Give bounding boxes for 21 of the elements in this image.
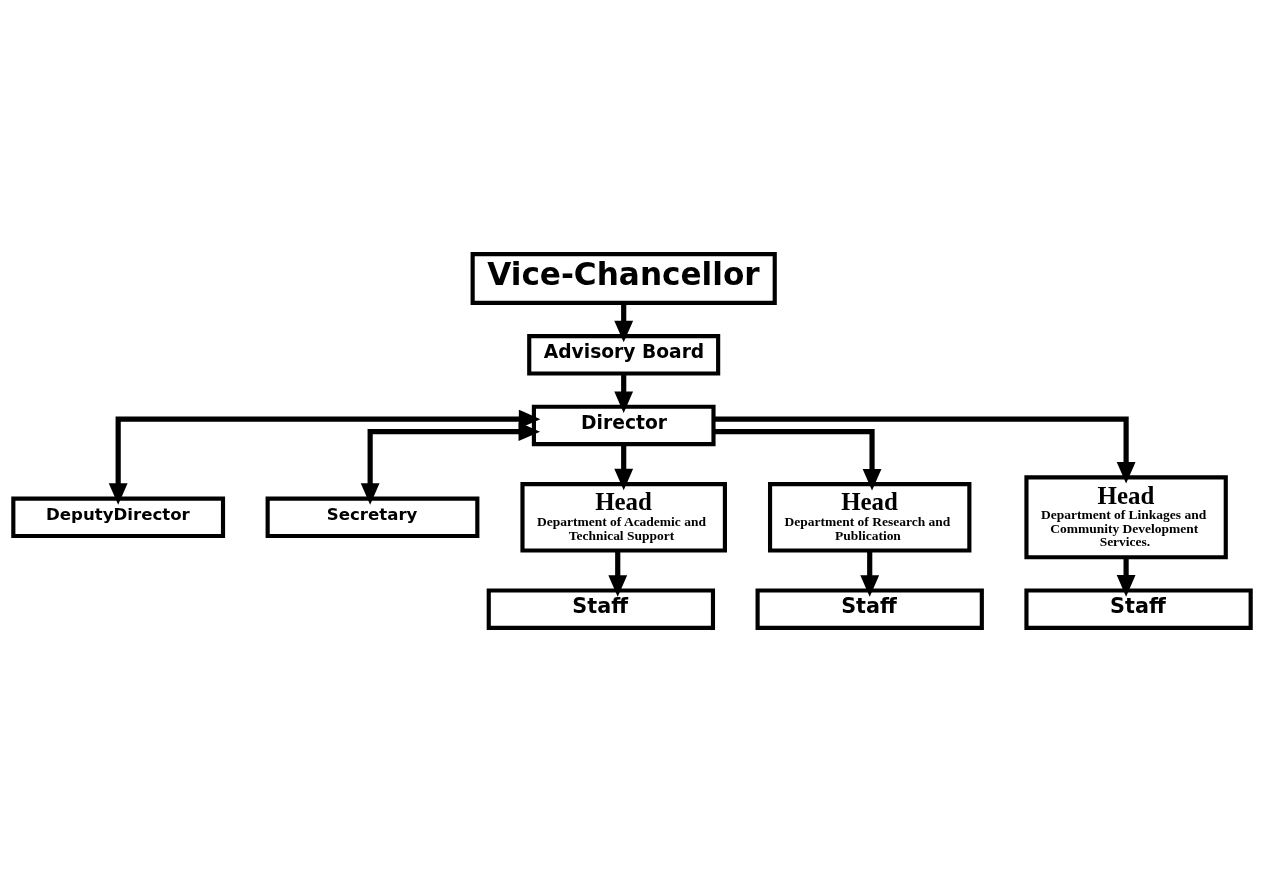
node-box: Director xyxy=(531,404,716,446)
node-box: Head Department of Linkages and Community Development Services. xyxy=(1024,474,1228,559)
arrow xyxy=(608,550,628,597)
node-box: DeputyDirector xyxy=(11,496,226,538)
arrow xyxy=(1116,556,1136,597)
arrow xyxy=(713,416,1136,484)
node-box: Staff xyxy=(1024,587,1253,630)
arrow xyxy=(108,409,541,505)
arrow xyxy=(614,302,634,342)
arrow xyxy=(614,443,634,490)
node-box: Secretary xyxy=(265,496,480,538)
arrow xyxy=(860,550,880,597)
node-box: Advisory Board xyxy=(527,333,721,376)
node-box: Head Department of Research and Publication xyxy=(768,481,972,553)
arrow xyxy=(614,373,634,413)
arrow xyxy=(713,428,882,490)
node-box: Staff xyxy=(755,587,984,630)
node-box: Vice-Chancellor xyxy=(470,251,777,305)
node-box: Head Department of Academic and Technical Support xyxy=(520,481,727,553)
arrow xyxy=(360,421,541,505)
node-box: Staff xyxy=(486,587,716,630)
